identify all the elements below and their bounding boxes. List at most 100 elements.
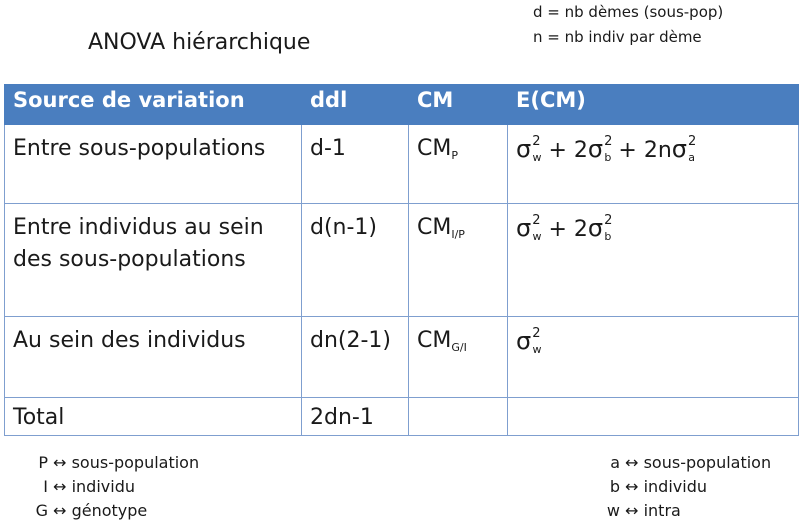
sigma-symbol: σ xyxy=(516,327,532,355)
cell-ddl: d(n-1) xyxy=(301,203,409,317)
legend-left-item: G ↔ génotype xyxy=(34,499,199,523)
legend-text: individu xyxy=(71,477,135,496)
ecm-expression: σ2 w xyxy=(516,325,790,362)
anova-table: Source de variation ddl CM E(CM) Entre s… xyxy=(4,84,799,436)
cell-source: Entre sous-populations xyxy=(4,124,302,204)
coefficient: 2n xyxy=(643,138,672,163)
ddl-text: d(n-1) xyxy=(310,215,378,240)
plus-sign: + xyxy=(541,138,574,163)
cell-source: Entre individus au sein des sous-populat… xyxy=(4,203,302,317)
sigma-symbol: σ xyxy=(516,135,532,163)
exponent: 2 xyxy=(532,134,541,149)
legend-text: sous-population xyxy=(643,453,772,472)
cell-cm: CMG/I xyxy=(408,316,508,398)
table-row: Entre individus au sein des sous-populat… xyxy=(4,203,799,317)
header-source: Source de variation xyxy=(4,84,302,125)
legend-key: P xyxy=(38,453,48,472)
header-ddl: ddl xyxy=(301,84,409,125)
sigma-symbol: σ xyxy=(671,135,687,163)
cell-ddl: 2dn-1 xyxy=(301,397,409,436)
cm-label: CM xyxy=(417,215,452,240)
cm-label: CM xyxy=(417,328,452,353)
legend-text: génotype xyxy=(71,501,148,520)
cell-ecm: σ2w + 2σ2b xyxy=(507,203,799,317)
legend-left-item: P ↔ sous-population xyxy=(34,451,199,475)
source-text: Au sein des individus xyxy=(13,328,246,353)
exponent: 2 xyxy=(688,134,697,149)
cell-source: Total xyxy=(4,397,302,436)
cm-text: CMG/I xyxy=(417,325,499,364)
component-subscript: a xyxy=(688,151,696,164)
legend-text: individu xyxy=(643,477,707,496)
table-row: Total 2dn-1 xyxy=(4,397,799,436)
arrow-icon: ↔ xyxy=(53,453,67,472)
ddl-text: dn(2-1) xyxy=(310,328,392,353)
note-n: n = nb indiv par dème xyxy=(533,28,702,46)
legend-key: a xyxy=(610,453,620,472)
exponent: 2 xyxy=(604,134,613,149)
cell-ddl: d-1 xyxy=(301,124,409,204)
header-cm: CM xyxy=(408,84,508,125)
note-d: d = nb dèmes (sous-pop) xyxy=(533,3,724,21)
cell-source: Au sein des individus xyxy=(4,316,302,398)
ecm-expression: σ2w + 2σ2b xyxy=(516,212,790,249)
component-subscript: b xyxy=(604,230,612,243)
coefficient: 2 xyxy=(573,138,588,163)
legend-key: b xyxy=(609,477,620,496)
exponent: 2 xyxy=(532,326,541,341)
coefficient: 2 xyxy=(573,217,588,242)
legend-key: I xyxy=(43,477,48,496)
arrow-icon: ↔ xyxy=(625,477,639,496)
legend-text: sous-population xyxy=(71,453,200,472)
ecm-expression: σ2w + 2σ2b + 2nσ2a xyxy=(516,133,790,170)
exponent: 2 xyxy=(532,213,541,228)
ddl-text: 2dn-1 xyxy=(310,405,374,430)
cm-text: CMI/P xyxy=(417,212,499,251)
legend-right-item: w ↔ intra xyxy=(606,499,771,523)
cell-ddl: dn(2-1) xyxy=(301,316,409,398)
page-title: ANOVA hiérarchique xyxy=(88,30,311,55)
plus-sign: + xyxy=(541,217,574,242)
legend-right-item: b ↔ individu xyxy=(606,475,771,499)
arrow-icon: ↔ xyxy=(625,453,639,472)
legend-text: intra xyxy=(643,501,681,520)
cm-text: CMP xyxy=(417,133,499,172)
notes: d = nb dèmes (sous-pop) n = nb indiv par… xyxy=(533,0,723,50)
header-ecm: E(CM) xyxy=(507,84,799,125)
cell-cm: CMI/P xyxy=(408,203,508,317)
component-subscript: b xyxy=(604,151,612,164)
cell-ecm xyxy=(507,397,799,436)
ddl-text: d-1 xyxy=(310,136,346,161)
legend-left-item: I ↔ individu xyxy=(34,475,199,499)
cell-cm: CMP xyxy=(408,124,508,204)
legend-right-item: a ↔ sous-population xyxy=(606,451,771,475)
sigma-symbol: σ xyxy=(516,214,532,242)
component-subscript: w xyxy=(532,343,542,356)
source-text: Entre individus au sein des sous-populat… xyxy=(13,215,264,272)
arrow-icon: ↔ xyxy=(625,501,639,520)
exponent: 2 xyxy=(604,213,613,228)
cm-subscript: I/P xyxy=(451,228,465,241)
source-text: Total xyxy=(13,405,65,430)
plus-sign: + xyxy=(611,138,644,163)
cell-cm xyxy=(408,397,508,436)
arrow-icon: ↔ xyxy=(53,477,67,496)
legend-key: w xyxy=(606,501,620,520)
arrow-icon: ↔ xyxy=(53,501,67,520)
cm-subscript: G/I xyxy=(451,341,467,354)
source-text: Entre sous-populations xyxy=(13,136,266,161)
sigma-symbol: σ xyxy=(587,214,604,242)
cm-subscript: P xyxy=(451,149,458,162)
table-row: Au sein des individus dn(2-1) CMG/I σ2 w xyxy=(4,316,799,398)
component-subscript: w xyxy=(532,230,542,243)
cell-ecm: σ2 w xyxy=(507,316,799,398)
legend-key: G xyxy=(35,501,48,520)
header-row: Source de variation ddl CM E(CM) xyxy=(4,84,799,125)
cm-label: CM xyxy=(417,136,452,161)
sigma-symbol: σ xyxy=(587,135,604,163)
cell-ecm: σ2w + 2σ2b + 2nσ2a xyxy=(507,124,799,204)
component-subscript: w xyxy=(532,151,542,164)
